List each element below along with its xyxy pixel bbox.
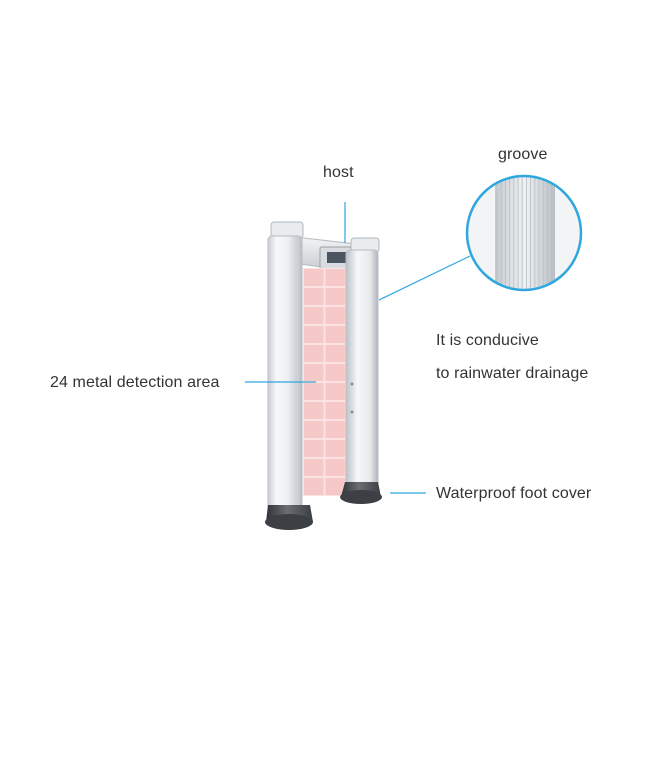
left-pillar <box>267 221 304 515</box>
foot-cover-label: Waterproof foot cover <box>436 485 592 502</box>
detection-cell <box>304 421 324 438</box>
detection-cell <box>325 326 345 343</box>
detection-cell <box>325 440 345 457</box>
host-display <box>327 252 347 263</box>
detection-cell <box>304 364 324 381</box>
detection-cell <box>325 383 345 400</box>
detection-cell <box>325 307 345 324</box>
drainage-note-line-2: to rainwater drainage <box>436 365 589 382</box>
detection-cell <box>325 421 345 438</box>
detection-cell <box>304 440 324 457</box>
detection-area-label: 24 metal detection area <box>50 374 220 391</box>
right-pillar <box>345 237 380 491</box>
detection-cell <box>325 459 345 476</box>
detection-cell <box>325 345 345 362</box>
groove-label: groove <box>498 146 548 163</box>
groove-magnifier <box>465 174 583 292</box>
detection-cell <box>304 326 324 343</box>
detection-cell <box>325 364 345 381</box>
left-foot-cover <box>265 505 313 530</box>
detection-cell <box>304 345 324 362</box>
right-foot-cover <box>340 482 382 504</box>
metal-detection-zone <box>303 268 346 496</box>
detection-cell <box>304 478 324 495</box>
groove-leader-line <box>378 255 471 301</box>
detection-cell <box>325 269 345 286</box>
drainage-note-line-1: It is conducive <box>436 332 539 349</box>
detection-cell <box>304 383 324 400</box>
detection-cell <box>304 307 324 324</box>
host-label: host <box>323 164 354 181</box>
detection-cell <box>325 402 345 419</box>
leader-lines <box>245 202 471 494</box>
detection-cell <box>304 288 324 305</box>
detection-cell <box>325 478 345 495</box>
detection-cell <box>304 269 324 286</box>
detection-cell <box>304 459 324 476</box>
detection-cell <box>304 402 324 419</box>
detection-cell <box>325 288 345 305</box>
